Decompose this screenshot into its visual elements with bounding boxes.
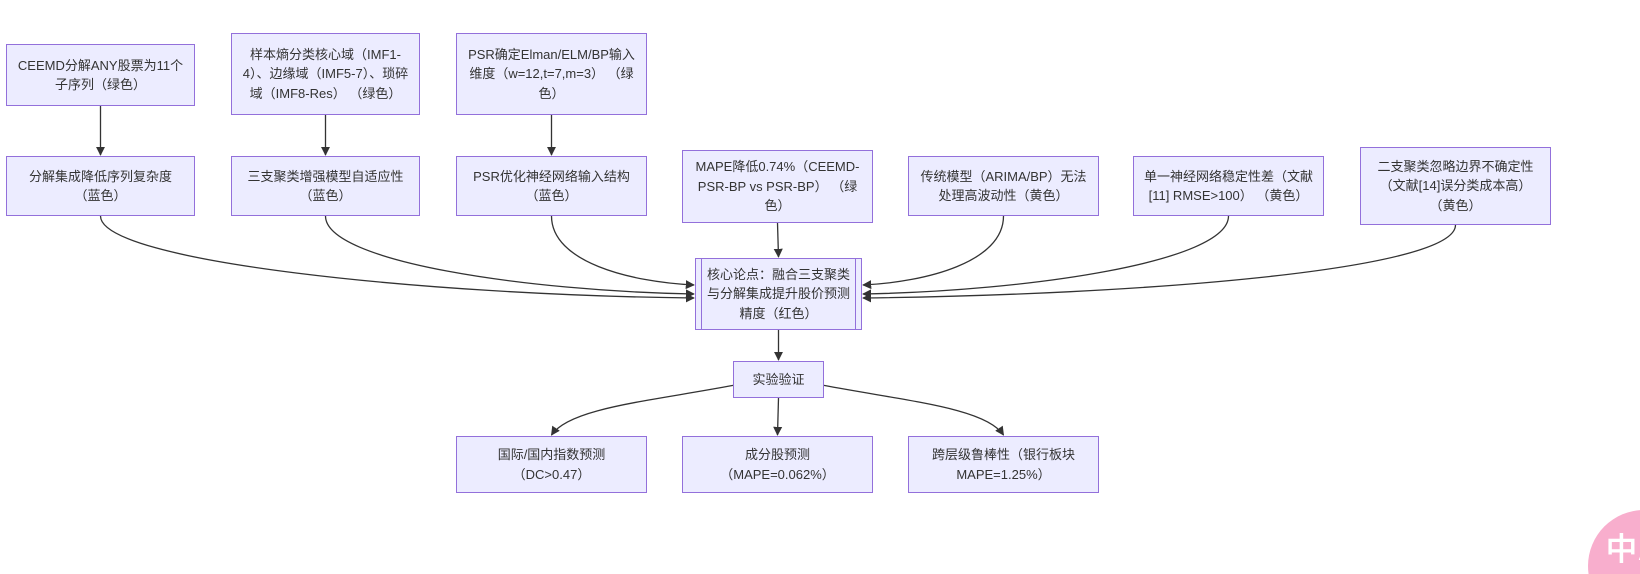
flowchart-node-H: 传统模型（ARIMA/BP）无法处理高波动性（黄色） <box>908 156 1099 216</box>
flowchart-node-E: 三支聚类增强模型自适应性（蓝色） <box>231 156 420 216</box>
node-label: 分解集成降低序列复杂度（蓝色） <box>28 168 172 204</box>
flowchart-node-M: 国际/国内指数预测（DC>0.47） <box>456 436 647 493</box>
edge-H-K <box>862 215 1005 290</box>
translate-button[interactable]: 中A <box>1588 510 1640 574</box>
node-label: 样本熵分类核心域（IMF1-4）、边缘域（IMF5-7）、琐碎域（IMF8-Re… <box>242 46 409 101</box>
edge-L-O <box>823 384 1005 436</box>
node-label: 实验验证 <box>752 371 805 387</box>
flowchart-node-A: CEEMD分解ANY股票为11个子序列（绿色） <box>6 44 195 106</box>
flowchart-node-N: 成分股预测（MAPE=0.062%） <box>682 436 873 493</box>
edge-F-K <box>550 215 695 290</box>
node-label: 核心论点：融合三支聚类与分解集成提升股价预测精度（红色） <box>706 266 850 321</box>
flowchart-node-J: 二支聚类忽略边界不确定性（文献[14]误分类成本高）（黄色） <box>1360 147 1551 225</box>
edge-G-K <box>773 222 783 258</box>
edge-L-M <box>550 384 734 436</box>
flowchart-node-C: PSR确定Elman/ELM/BP输入维度（w=12,t=7,m=3） （绿色） <box>456 33 647 115</box>
edge-J-K <box>862 224 1457 303</box>
edge-L-N <box>773 397 783 436</box>
node-label: 单一神经网络稳定性差（文献[11] RMSE>100） （黄色） <box>1144 168 1314 204</box>
node-label: 成分股预测（MAPE=0.062%） <box>720 447 835 482</box>
flowchart-node-B: 样本熵分类核心域（IMF1-4）、边缘域（IMF5-7）、琐碎域（IMF8-Re… <box>231 33 420 115</box>
node-label: 三支聚类增强模型自适应性（蓝色） <box>247 168 404 204</box>
edge-D-K <box>99 215 695 303</box>
node-label: PSR优化神经网络输入结构（蓝色） <box>473 168 630 204</box>
node-label: MAPE降低0.74%（CEEMD-PSR-BP vs PSR-BP） （绿色） <box>695 159 860 214</box>
flowchart-node-D: 分解集成降低序列复杂度（蓝色） <box>6 156 195 216</box>
flowchart-node-L: 实验验证 <box>733 361 824 398</box>
flowchart-node-K: 核心论点：融合三支聚类与分解集成提升股价预测精度（红色） <box>695 258 862 330</box>
flowchart-node-G: MAPE降低0.74%（CEEMD-PSR-BP vs PSR-BP） （绿色） <box>682 150 873 223</box>
translate-icon: 中A <box>1606 532 1640 567</box>
edge-I-K <box>862 215 1230 299</box>
node-label: CEEMD分解ANY股票为11个子序列（绿色） <box>17 57 184 93</box>
node-label: 二支聚类忽略边界不确定性（文献[14]误分类成本高）（黄色） <box>1377 158 1534 213</box>
flowchart-node-I: 单一神经网络稳定性差（文献[11] RMSE>100） （黄色） <box>1133 156 1324 216</box>
node-label: 国际/国内指数预测（DC>0.47） <box>497 447 606 482</box>
flowchart-node-O: 跨层级鲁棒性（银行板块MAPE=1.25%） <box>908 436 1099 493</box>
node-label: 传统模型（ARIMA/BP）无法处理高波动性（黄色） <box>920 168 1087 204</box>
node-label: PSR确定Elman/ELM/BP输入维度（w=12,t=7,m=3） （绿色） <box>468 46 635 101</box>
node-label: 跨层级鲁棒性（银行板块MAPE=1.25%） <box>931 447 1075 482</box>
edge-E-K <box>324 215 695 299</box>
flowchart-node-F: PSR优化神经网络输入结构（蓝色） <box>456 156 647 216</box>
